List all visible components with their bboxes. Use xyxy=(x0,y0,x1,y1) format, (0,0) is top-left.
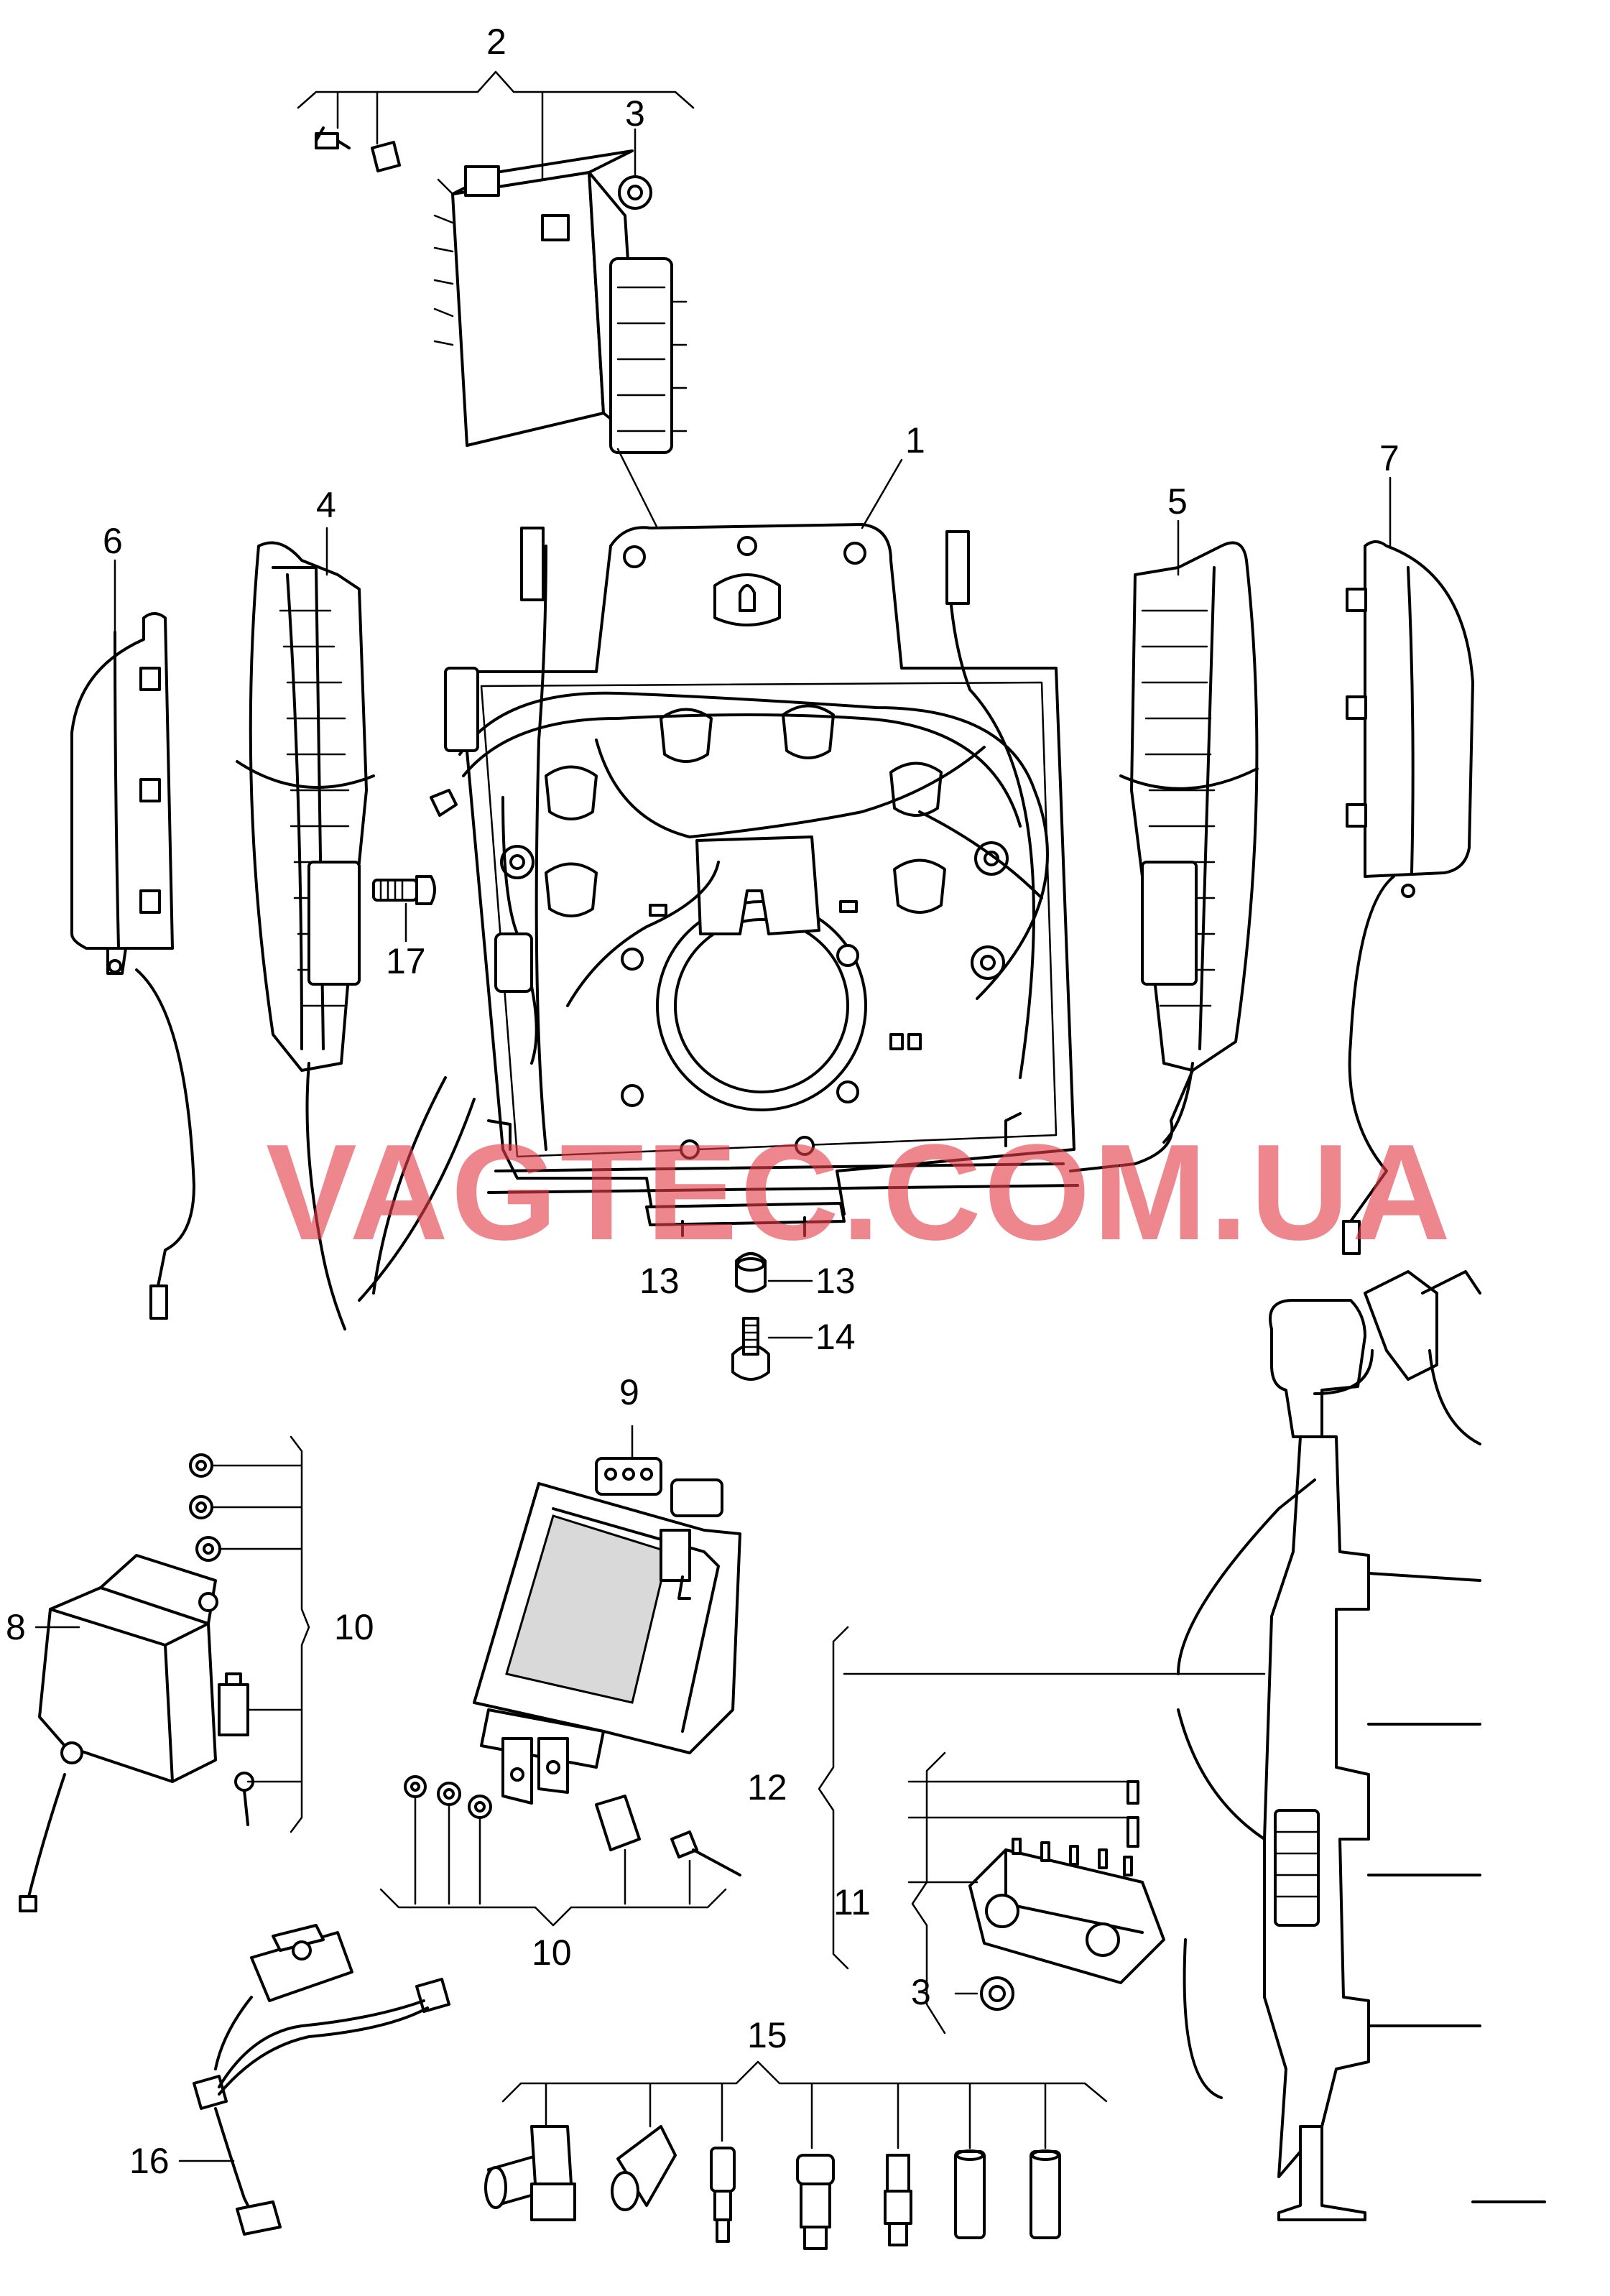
side-section-4 xyxy=(236,541,375,1330)
leader-11 xyxy=(907,1751,1129,2035)
side-airbag-7 xyxy=(1342,540,1474,1255)
callout-1: 1 xyxy=(905,420,925,460)
callout-13-left: 13 xyxy=(639,1261,680,1301)
leader-12 xyxy=(818,1626,1266,1970)
seat-frame-1 xyxy=(358,523,1194,1302)
callout-12: 12 xyxy=(747,1767,787,1807)
wiring-16 xyxy=(193,1924,450,2236)
leader-10-left xyxy=(210,1435,310,1833)
control-unit-9 xyxy=(473,1457,741,1805)
harness-12 xyxy=(1177,1270,1546,2221)
fittings-15 xyxy=(484,2125,1061,2250)
callout-3-top: 3 xyxy=(625,93,645,134)
washers-10-left xyxy=(189,1453,221,1562)
leader-1 xyxy=(861,458,903,529)
callout-8: 8 xyxy=(6,1607,26,1647)
callout-3-bottom: 3 xyxy=(911,1972,931,2012)
callout-11: 11 xyxy=(833,1882,871,1922)
callout-2: 2 xyxy=(486,22,506,62)
connector-11 xyxy=(968,1780,1165,2011)
bolt-17 xyxy=(372,875,436,905)
nut-13 xyxy=(735,1252,767,1293)
leader-10-bottom xyxy=(379,1796,727,1927)
bolt-14 xyxy=(731,1317,770,1381)
callout-6: 6 xyxy=(103,521,123,561)
module-8 xyxy=(19,1554,254,1912)
side-airbag-6 xyxy=(70,612,195,1320)
watermark-text: VAGTEC.COM.UA xyxy=(266,1116,1453,1269)
leader-2 xyxy=(297,70,695,181)
callout-5: 5 xyxy=(1167,481,1188,522)
callout-15: 15 xyxy=(747,2015,787,2055)
callout-10-bottom: 10 xyxy=(532,1932,572,1973)
callout-7: 7 xyxy=(1379,438,1400,478)
leader-15 xyxy=(501,2060,1108,2149)
callout-10-right: 10 xyxy=(334,1607,374,1647)
callout-4: 4 xyxy=(316,485,336,525)
side-section-5 xyxy=(1119,541,1259,1144)
callout-9: 9 xyxy=(619,1372,639,1412)
callout-14: 14 xyxy=(815,1317,856,1357)
callout-16: 16 xyxy=(129,2141,170,2181)
washers-10-bottom xyxy=(404,1775,741,1876)
control-unit-2 xyxy=(315,126,688,454)
callout-17: 17 xyxy=(386,941,426,981)
callout-13-right: 13 xyxy=(815,1261,856,1301)
